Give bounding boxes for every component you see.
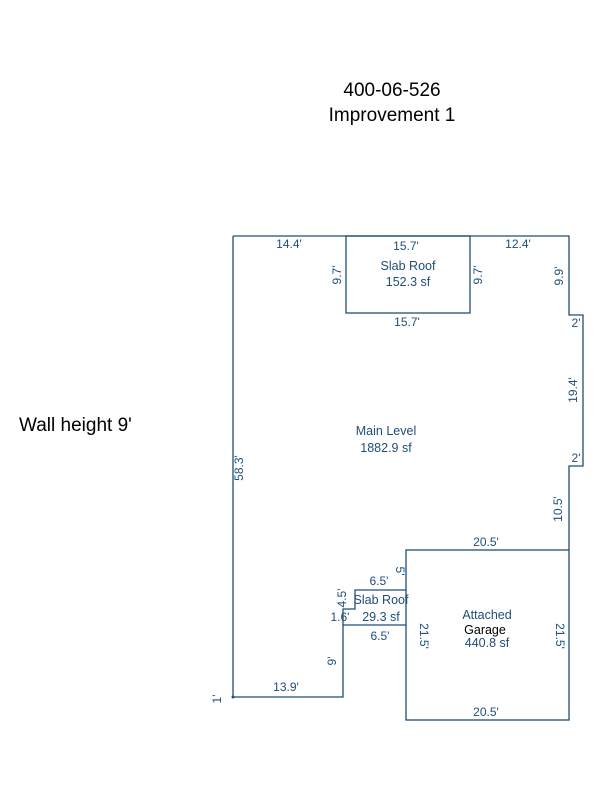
dim-top-right: 12.4' <box>505 237 531 251</box>
dim-garage-right: 21.5' <box>553 623 567 649</box>
garage-name-line1: Attached <box>462 608 511 622</box>
dim-right-upper: 9.9' <box>552 267 566 286</box>
dim-jog-upper: 2' <box>572 316 581 330</box>
main-level-name: Main Level <box>356 424 416 438</box>
slab-roof-top-outline <box>345 235 471 314</box>
parcel-id: 400-06-526 <box>343 80 441 101</box>
dim-slab-bottom: 15.7' <box>394 315 420 329</box>
corner-point <box>231 695 235 699</box>
slab-roof-small-outline <box>342 589 406 625</box>
dim-small-slab-right: 5' <box>393 567 407 576</box>
dim-slab-left: 9.7' <box>330 266 344 285</box>
dim-small-slab-top: 6.5' <box>370 574 389 588</box>
dim-garage-left: 21.5' <box>417 623 431 649</box>
dim-bottom-left: 13.9' <box>273 680 299 694</box>
garage-name-line2: Garage <box>464 623 506 637</box>
dim-corner: 1' <box>210 695 224 704</box>
improvement-title: Improvement 1 <box>328 105 456 126</box>
main-level-area: 1882.9 sf <box>360 441 412 455</box>
main-level-outline <box>233 235 584 550</box>
main-level-outline-left <box>232 236 406 698</box>
dim-small-slab-step: 1.6' <box>331 610 350 624</box>
dim-garage-bottom: 20.5' <box>473 705 499 719</box>
slab-roof-top-area: 152.3 sf <box>386 275 431 289</box>
dim-right-lower: 10.5' <box>551 496 565 522</box>
dim-garage-top: 20.5' <box>473 535 499 549</box>
slab-roof-top-name: Slab Roof <box>381 259 436 273</box>
slab-roof-small-name: Slab Roof <box>354 593 409 607</box>
dim-small-slab-bottom: 6.5' <box>371 629 390 643</box>
garage-area: 440.8 sf <box>465 636 510 650</box>
dim-slab-right: 9.7' <box>471 266 485 285</box>
dim-small-slab-left: 4.5' <box>335 589 349 608</box>
garage-outline <box>405 549 570 721</box>
dim-slab-top: 15.7' <box>393 239 419 253</box>
dim-lower-left-vert: 9' <box>325 657 339 666</box>
dim-left-long: 58.3' <box>232 455 246 481</box>
wall-height-label: Wall height 9' <box>19 415 132 436</box>
slab-roof-small-area: 29.3 sf <box>362 610 400 624</box>
dim-jog-lower: 2' <box>572 451 581 465</box>
dim-top-left: 14.4' <box>276 237 302 251</box>
dim-right-mid: 19.4' <box>566 377 580 403</box>
